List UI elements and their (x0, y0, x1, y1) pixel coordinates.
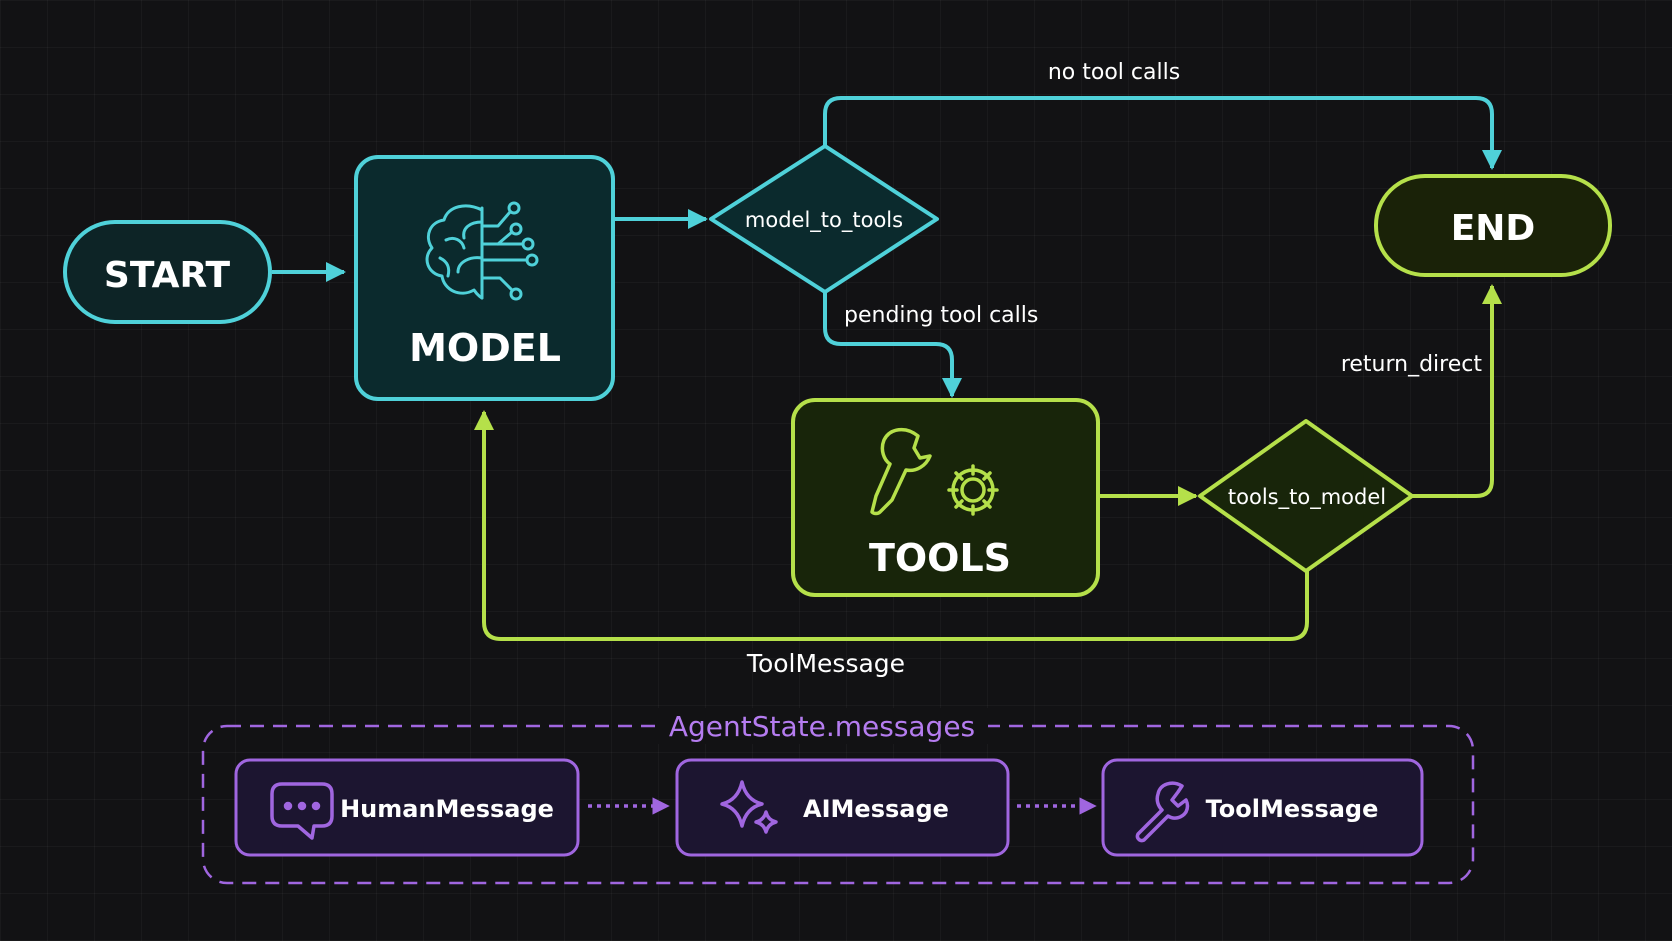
model-to-tools-decision: model_to_tools (709, 144, 939, 294)
tools-to-model-label: tools_to_model (1228, 485, 1386, 510)
end-label: END (1451, 208, 1536, 249)
sparkle-icon (720, 780, 778, 834)
tool-message-edge-label: ToolMessage (746, 649, 905, 678)
tools-to-model-decision: tools_to_model (1198, 419, 1414, 573)
return-direct-label: return_direct (1341, 352, 1483, 377)
message-card-human: HumanMessage (234, 758, 580, 857)
start-node: START (63, 220, 272, 324)
no-tool-calls-label: no tool calls (1048, 60, 1180, 85)
start-label: START (104, 255, 231, 296)
tools-label: TOOLS (869, 536, 1011, 580)
model-node: MODEL (354, 155, 615, 401)
wrench-icon (1135, 781, 1190, 843)
chat-bubble-icon (270, 782, 334, 840)
agent-state-panel: AgentState.messages HumanMessage AIMessa… (201, 708, 1475, 885)
message-label-ai: AIMessage (803, 795, 949, 823)
message-label-tool: ToolMessage (1206, 795, 1379, 823)
model-to-tools-label: model_to_tools (745, 208, 903, 233)
tools-node: TOOLS (791, 398, 1100, 597)
edge-return-direct (1412, 284, 1502, 498)
edge-tool-message (474, 410, 1309, 641)
model-label: MODEL (409, 326, 561, 370)
edge-no-tool-calls (823, 96, 1502, 170)
wrench-gear-icon (870, 427, 999, 516)
edge-pending-tool-calls (823, 292, 962, 398)
end-node: END (1374, 174, 1612, 277)
pending-tool-calls-label: pending tool calls (844, 303, 1038, 328)
brain-circuit-icon (425, 201, 539, 301)
agent-state-title: AgentState.messages (669, 710, 975, 743)
message-label-human: HumanMessage (340, 795, 554, 823)
message-card-ai: AIMessage (675, 758, 1010, 857)
message-card-tool: ToolMessage (1101, 758, 1424, 857)
